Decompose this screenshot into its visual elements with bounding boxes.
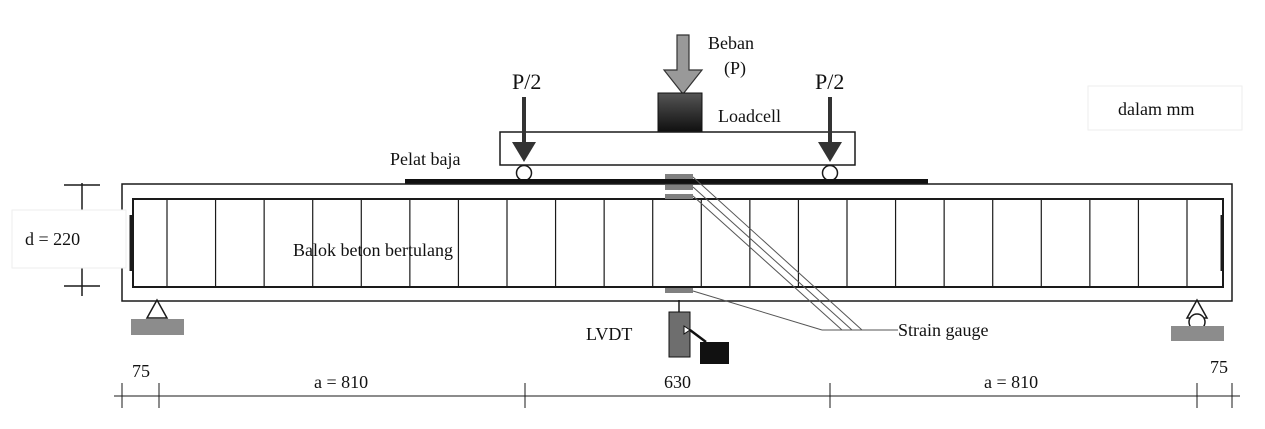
lvdt — [668, 300, 729, 364]
strain-gauge-top-2 — [665, 185, 693, 190]
strain-gauge-wires — [692, 176, 898, 331]
support-pin-left — [131, 298, 184, 335]
load-label: Beban — [708, 33, 754, 53]
roller-right — [821, 164, 839, 182]
strain-gauge-bottom — [665, 288, 693, 293]
half-load-left-arrow — [512, 97, 536, 162]
dim-shear-span-left: a = 810 — [314, 372, 368, 392]
strain-gauge-label: Strain gauge — [898, 320, 988, 340]
strain-gauge-top-3 — [665, 194, 693, 199]
loadcell-block — [657, 92, 703, 132]
dim-overhang-left: 75 — [132, 361, 150, 381]
dim-overhang-right: 75 — [1210, 357, 1228, 377]
roller-left — [515, 164, 533, 182]
steel-plate — [405, 179, 928, 184]
loadcell-label: Loadcell — [718, 106, 781, 126]
depth-label-box — [11, 209, 127, 269]
half-load-right-arrow — [818, 97, 842, 162]
span-dimension-line — [114, 383, 1240, 408]
lvdt-label: LVDT — [586, 324, 632, 344]
dim-middle-span: 630 — [664, 372, 691, 392]
half-load-left-label: P/2 — [512, 69, 541, 94]
depth-label: d = 220 — [25, 229, 80, 249]
strain-gauge-top-1 — [665, 174, 693, 179]
beam-label: Balok beton bertulang — [293, 240, 453, 260]
units-label: dalam mm — [1118, 99, 1194, 119]
steel-plate-label: Pelat baja — [390, 149, 460, 169]
spreader-beam — [499, 131, 856, 166]
units-box — [1087, 85, 1243, 131]
support-roller-right — [1171, 298, 1224, 341]
half-load-right-label: P/2 — [815, 69, 844, 94]
load-symbol-label: (P) — [724, 58, 746, 79]
stirrups-group — [166, 199, 1188, 287]
main-load-arrow — [662, 34, 704, 95]
concrete-beam — [121, 183, 1233, 302]
dim-shear-span-right: a = 810 — [984, 372, 1038, 392]
